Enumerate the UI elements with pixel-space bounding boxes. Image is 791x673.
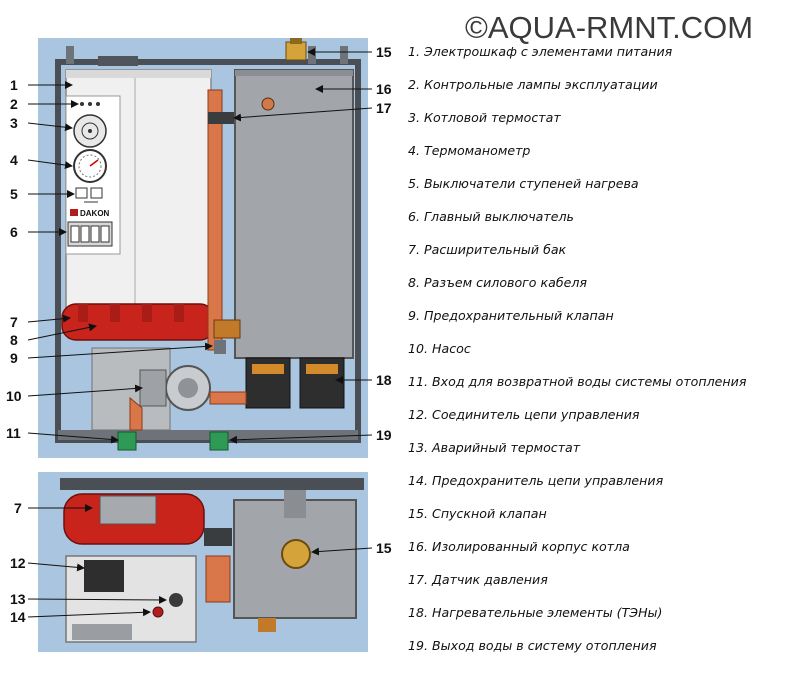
callout-12: 12 (10, 555, 26, 571)
callout-16: 16 (376, 81, 392, 97)
control-lamps (80, 102, 100, 106)
emergency-thermostat (169, 593, 183, 607)
boiler-thermostat (74, 115, 106, 147)
boiler-housing-side (234, 490, 356, 618)
callout-9: 9 (10, 350, 18, 366)
drain-valve-side (282, 540, 310, 568)
return-water-inlet (118, 432, 136, 450)
callout-10: 10 (6, 388, 22, 404)
callout-5: 5 (10, 186, 18, 202)
callout-17: 17 (376, 100, 392, 116)
safety-valve (214, 340, 226, 354)
expansion-tank (62, 304, 214, 340)
callout-7: 7 (10, 314, 18, 330)
callout-18: 18 (376, 372, 392, 388)
callout-19: 19 (376, 427, 392, 443)
control-circuit-connector (84, 560, 124, 592)
main-switch (68, 222, 112, 246)
electrical-cabinet (66, 70, 211, 308)
callout-15: 15 (376, 44, 392, 60)
callout-15-bottom: 15 (376, 540, 392, 556)
callout-4: 4 (10, 152, 18, 168)
callout-14: 14 (10, 609, 26, 625)
pressure-sensor (262, 98, 274, 110)
copper-pipe (208, 90, 222, 350)
callout-13: 13 (10, 591, 26, 607)
callout-11: 11 (6, 425, 21, 441)
callout-6: 6 (10, 224, 18, 240)
callout-8: 8 (10, 332, 18, 348)
brand-label: DAKON (80, 209, 110, 218)
callout-7-bottom: 7 (14, 500, 22, 516)
callout-3: 3 (10, 115, 18, 131)
expansion-tank-side (64, 494, 204, 544)
brand-logo-mark (70, 209, 78, 216)
thermomanometer (74, 150, 106, 182)
heating-water-outlet (210, 432, 228, 450)
callout-2: 2 (10, 96, 18, 112)
callout-1: 1 (10, 77, 18, 93)
control-circuit-fuse (153, 607, 163, 617)
